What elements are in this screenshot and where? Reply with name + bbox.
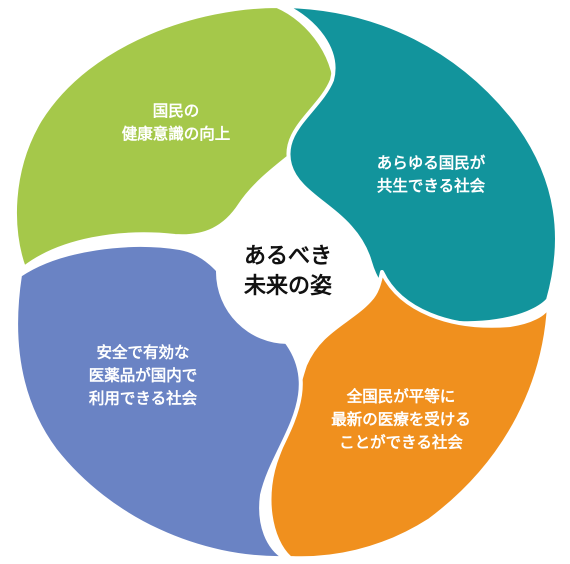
center-label-line2: 未来の姿 [243,274,333,299]
segment-teal-label: あらゆる国民が 共生できる社会 [377,152,486,198]
segment-blue-label-line2: 医薬品が国内で [88,366,198,385]
segment-orange-label-line1: 全国民が平等に [346,387,456,406]
segment-green-label: 国民の 健康意識の向上 [122,100,231,146]
center-label: あるべき 未来の姿 [244,242,332,302]
segment-orange-label-line2: 最新の医療を受ける [331,410,471,429]
segment-blue-label-line1: 安全で有効な [96,343,190,362]
segment-blue-label: 安全で有効な 医薬品が国内で 利用できる社会 [89,342,198,411]
center-circle [216,200,360,344]
segment-teal-label-line2: 共生できる社会 [376,177,486,195]
segment-teal-label-line1: あらゆる国民が [376,154,486,172]
segment-green-label-line1: 国民の [152,102,200,120]
segment-blue-label-line3: 利用できる社会 [88,389,198,408]
segment-orange-label-line3: ことができる社会 [339,433,463,452]
segment-orange-label: 全国民が平等に 最新の医療を受ける ことができる社会 [331,386,471,455]
center-label-line1: あるべき [243,244,333,269]
segment-green-label-line2: 健康意識の向上 [121,125,231,143]
segment-blue [14,243,303,561]
